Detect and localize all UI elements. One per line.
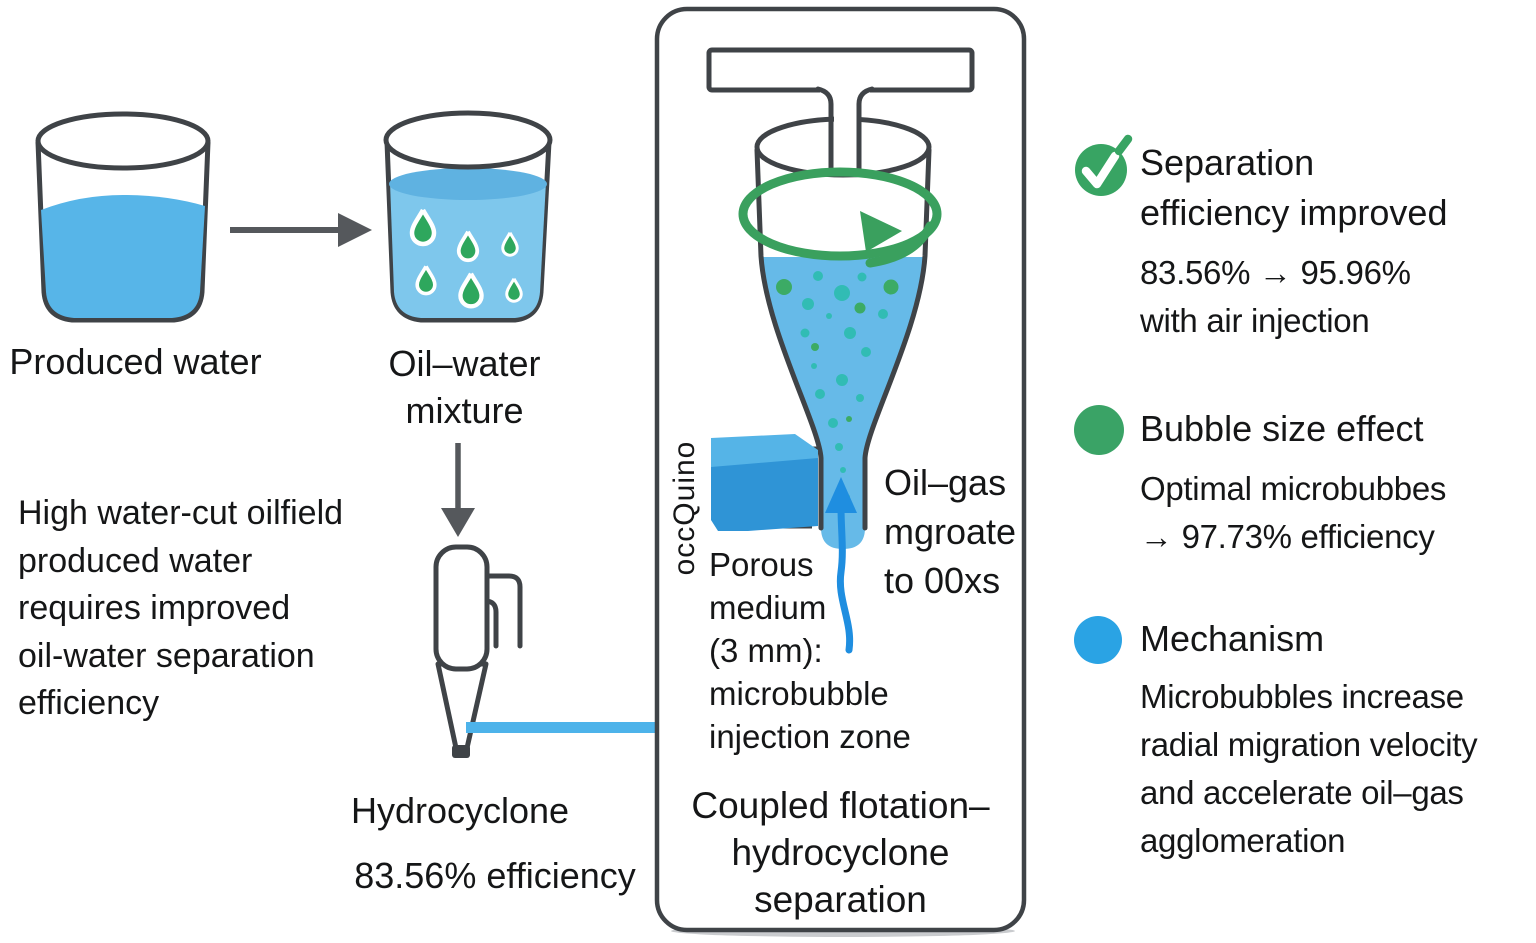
hydrocyclone-label: Hydrocyclone [350, 790, 570, 831]
underflow-connector-line [466, 722, 659, 733]
oil-droplets [409, 208, 523, 309]
produced-water-beaker [35, 111, 211, 323]
microbubbles [776, 271, 899, 500]
hydrocyclone-icon [433, 544, 523, 758]
hydrocyclone-efficiency-label: 83.56% efficiency [354, 855, 636, 896]
porous-medium-label: Porous medium (3 mm): microbubble inject… [709, 546, 911, 755]
finding-separation-efficiency: Separation efficiency improved 83.56% → … [1140, 138, 1447, 345]
finding-body: 83.56% → 95.96% with air injection [1140, 254, 1411, 339]
blue-dot-icon [1074, 616, 1122, 664]
produced-water-label: Produced water [9, 341, 262, 382]
flow-arrow-right-icon [230, 213, 372, 247]
finding-title: Separation efficiency improved [1140, 142, 1448, 233]
oil-gas-migrate-label: Oil–gas mgroate to 00xs [884, 462, 1017, 601]
rotated-pipe-label: occQuino [668, 440, 701, 576]
oil-water-mixture-beaker [383, 110, 553, 323]
oil-water-mixture-label: Oil–water mixture [388, 343, 541, 431]
finding-bubble-size-effect: Bubble size effect Optimal microbubbes →… [1140, 404, 1446, 561]
check-circle-icon [1075, 134, 1133, 196]
finding-body: Optimal microbubbes → 97.73% efficiency [1140, 470, 1447, 555]
panel-caption: Coupled flotation– hydrocyclone separati… [691, 785, 990, 920]
finding-title: Mechanism [1140, 618, 1325, 659]
finding-title: Bubble size effect [1140, 408, 1424, 449]
green-dot-icon [1074, 405, 1124, 455]
flow-arrow-down-icon [441, 443, 475, 537]
finding-mechanism: Mechanism Microbubbles increase radial m… [1140, 614, 1478, 865]
swirl-arrow-icon [738, 167, 942, 268]
finding-body: Microbubbles increase radial migration v… [1140, 678, 1478, 859]
problem-statement: High water-cut oilfield produced water r… [18, 494, 344, 722]
injection-pipe [711, 434, 818, 531]
microbubble-arrow-icon [825, 477, 857, 654]
